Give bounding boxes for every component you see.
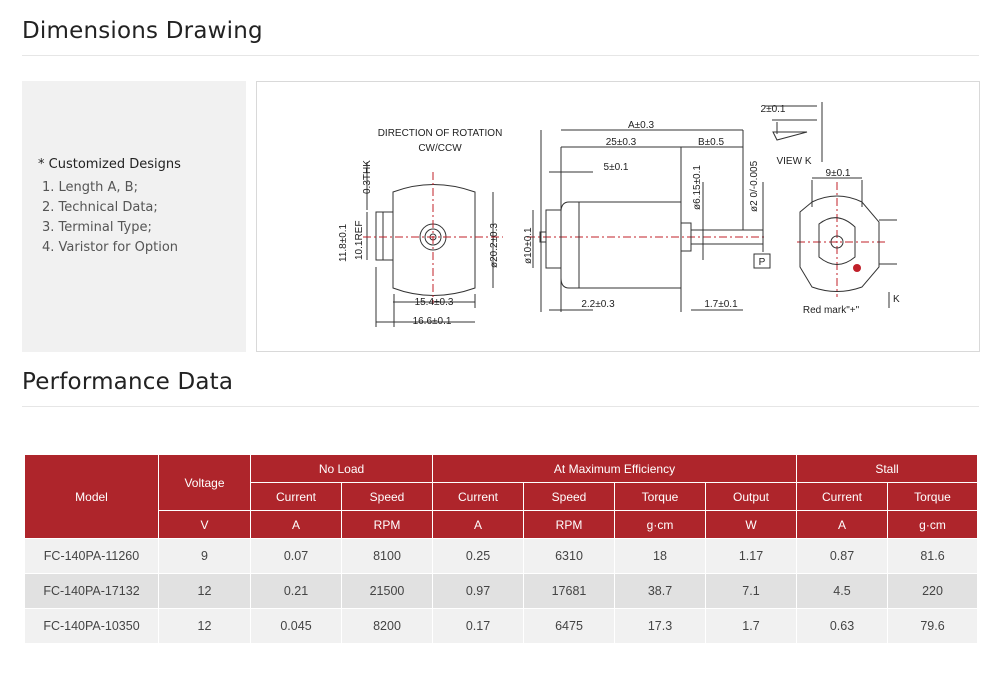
header-unit: A	[250, 510, 342, 539]
list-item: 4. Varistor for Option	[42, 240, 179, 255]
header-sub: Torque	[887, 482, 978, 511]
customized-designs-title: * Customized Designs	[38, 157, 181, 172]
list-item: 1. Length A, B;	[42, 180, 138, 195]
dim-2: ø2 0/-0.005	[749, 160, 760, 212]
table-cell: 0.97	[432, 573, 524, 609]
header-unit: V	[158, 510, 251, 539]
dim-6-15: ø6.15±0.1	[692, 165, 703, 210]
header-sub: Current	[250, 482, 342, 511]
red-mark-label: Red mark"+"	[803, 305, 860, 316]
table-cell: 17681	[523, 573, 615, 609]
center-lines	[363, 172, 887, 304]
header-unit: A	[432, 510, 524, 539]
cw-ccw-label: CW/CCW	[418, 143, 462, 154]
table-cell: 0.045	[250, 608, 342, 644]
table-cell: 8100	[341, 538, 433, 574]
header-voltage: Voltage	[158, 454, 251, 511]
divider	[22, 55, 979, 56]
header-max-efficiency: At Maximum Efficiency	[432, 454, 797, 483]
table-cell: 6475	[523, 608, 615, 644]
dimensions-title: Dimensions Drawing	[22, 18, 263, 44]
table-cell: 17.3	[614, 608, 706, 644]
dim-10: ø10±0.1	[523, 227, 534, 264]
table-cell: 0.21	[250, 573, 342, 609]
dim-2-view: 2±0.1	[761, 104, 786, 115]
dim-5: 5±0.1	[604, 162, 629, 173]
table-cell: 0.17	[432, 608, 524, 644]
table-cell: 8200	[341, 608, 433, 644]
header-sub: Torque	[614, 482, 706, 511]
header-stall: Stall	[796, 454, 978, 483]
header-unit: RPM	[523, 510, 615, 539]
dim-11-8: 11.8±0.1	[338, 223, 349, 262]
p-label: P	[759, 257, 766, 268]
dim-2-2: 2.2±0.3	[581, 299, 615, 310]
header-sub: Current	[796, 482, 888, 511]
list-item: 3. Terminal Type;	[42, 220, 152, 235]
header-no-load: No Load	[250, 454, 433, 483]
dim-thk: 0.3THK	[362, 160, 373, 194]
table-cell: 18	[614, 538, 706, 574]
dim-1-7: 1.7±0.1	[704, 299, 738, 310]
table-cell: 12	[158, 573, 251, 609]
table-cell: FC-140PA-10350	[24, 608, 159, 644]
header-sub: Output	[705, 482, 797, 511]
table-cell: 9	[158, 538, 251, 574]
header-unit: W	[705, 510, 797, 539]
performance-table: Model Voltage No Load At Maximum Efficie…	[24, 454, 978, 644]
performance-title: Performance Data	[22, 369, 234, 395]
table-cell: 0.87	[796, 538, 888, 574]
dim-10-1: 10.1REF	[354, 221, 365, 260]
table-cell: 79.6	[887, 608, 978, 644]
table-cell: 21500	[341, 573, 433, 609]
table-cell: FC-140PA-17132	[24, 573, 159, 609]
dim-a: A±0.3	[628, 120, 654, 131]
dim-20-2: ø20.2±0.3	[489, 223, 500, 268]
divider	[22, 406, 979, 407]
header-unit: g·cm	[887, 510, 978, 539]
red-mark-dot	[853, 264, 861, 272]
table-cell: 7.1	[705, 573, 797, 609]
table-cell: 1.17	[705, 538, 797, 574]
header-unit: RPM	[341, 510, 433, 539]
table-cell: 0.63	[796, 608, 888, 644]
dim-9: 9±0.1	[826, 168, 851, 179]
table-cell: 0.25	[432, 538, 524, 574]
dim-25: 25±0.3	[606, 137, 637, 148]
header-unit: g·cm	[614, 510, 706, 539]
view-k-label: VIEW K	[776, 156, 811, 167]
dimensions-drawing: DIRECTION OF ROTATION CW/CCW 0.3THK 11.8…	[256, 81, 980, 352]
dim-b: B±0.5	[698, 137, 724, 148]
list-item: 2. Technical Data;	[42, 200, 158, 215]
side-view	[532, 102, 897, 312]
table-cell: 1.7	[705, 608, 797, 644]
table-cell: 0.07	[250, 538, 342, 574]
header-unit: A	[796, 510, 888, 539]
table-cell: 6310	[523, 538, 615, 574]
table-cell: FC-140PA-11260	[24, 538, 159, 574]
k-label: K	[893, 294, 900, 305]
table-cell: 220	[887, 573, 978, 609]
motor-drawing-svg: DIRECTION OF ROTATION CW/CCW 0.3THK 11.8…	[338, 102, 900, 327]
header-model: Model	[24, 454, 159, 539]
direction-label: DIRECTION OF ROTATION	[378, 128, 503, 139]
table-cell: 12	[158, 608, 251, 644]
table-cell: 81.6	[887, 538, 978, 574]
table-cell: 4.5	[796, 573, 888, 609]
customized-designs-panel: * Customized Designs 1. Length A, B; 2. …	[22, 81, 246, 352]
dim-16-6: 16.6±0.1	[413, 316, 452, 327]
dim-15-4: 15.4±0.3	[415, 297, 454, 308]
table-cell: 38.7	[614, 573, 706, 609]
header-sub: Speed	[523, 482, 615, 511]
header-sub: Current	[432, 482, 524, 511]
header-sub: Speed	[341, 482, 433, 511]
